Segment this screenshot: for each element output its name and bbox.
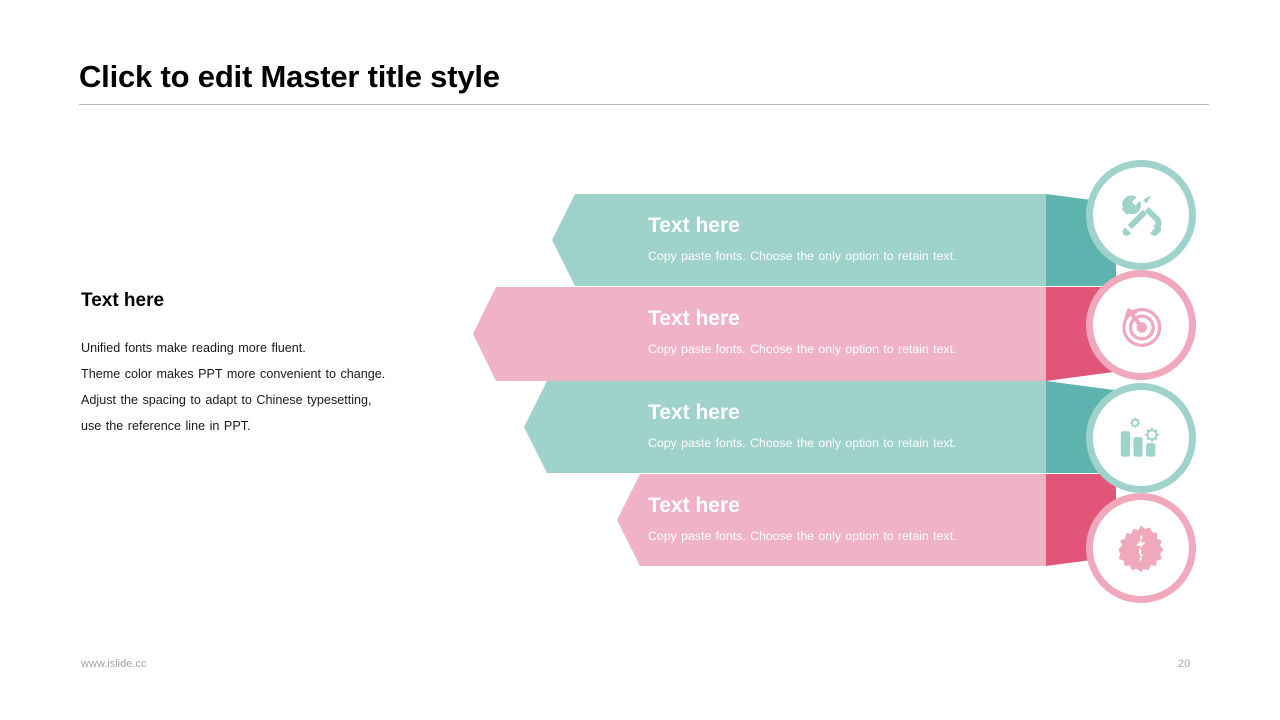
target-icon (1115, 299, 1167, 351)
left-panel-line-4: use the reference line in PPT. (81, 418, 251, 433)
left-text-panel: Text here Unified fonts make reading mor… (81, 290, 451, 439)
process-icon-circle-2[interactable] (1086, 270, 1196, 380)
process-row-2[interactable]: Text here Copy paste fonts. Choose the o… (473, 287, 1116, 381)
process-icon-circle-3[interactable] (1086, 383, 1196, 493)
row-4-arrow-shape (617, 474, 1046, 566)
page-title[interactable]: Click to edit Master title style (79, 59, 500, 94)
title-divider (79, 104, 1209, 105)
left-panel-line-2: Theme color makes PPT more convenient to… (81, 366, 386, 381)
row-1-arrow-shape (552, 194, 1046, 286)
footer-url[interactable]: www.islide.cc (81, 658, 147, 670)
title-block: Click to edit Master title style (79, 58, 1209, 95)
left-panel-line-3: Adjust the spacing to adapt to Chinese t… (81, 392, 372, 407)
bar-chart-gears-icon (1114, 411, 1168, 465)
left-panel-heading[interactable]: Text here (81, 290, 165, 311)
process-row-1[interactable]: Text here Copy paste fonts. Choose the o… (552, 194, 1116, 286)
row-3-arrow-shape (524, 381, 1046, 473)
process-icon-circle-1[interactable] (1086, 160, 1196, 270)
process-row-4[interactable]: Text here Copy paste fonts. Choose the o… (617, 474, 1116, 566)
process-row-3[interactable]: Text here Copy paste fonts. Choose the o… (524, 381, 1116, 473)
footer-page-number: 20 (1178, 658, 1191, 670)
tools-icon (1115, 189, 1167, 241)
money-badge-icon (1116, 523, 1166, 573)
process-icon-circle-4[interactable] (1086, 493, 1196, 603)
left-panel-line-1: Unified fonts make reading more fluent. (81, 340, 306, 355)
row-2-arrow-shape (473, 287, 1046, 381)
